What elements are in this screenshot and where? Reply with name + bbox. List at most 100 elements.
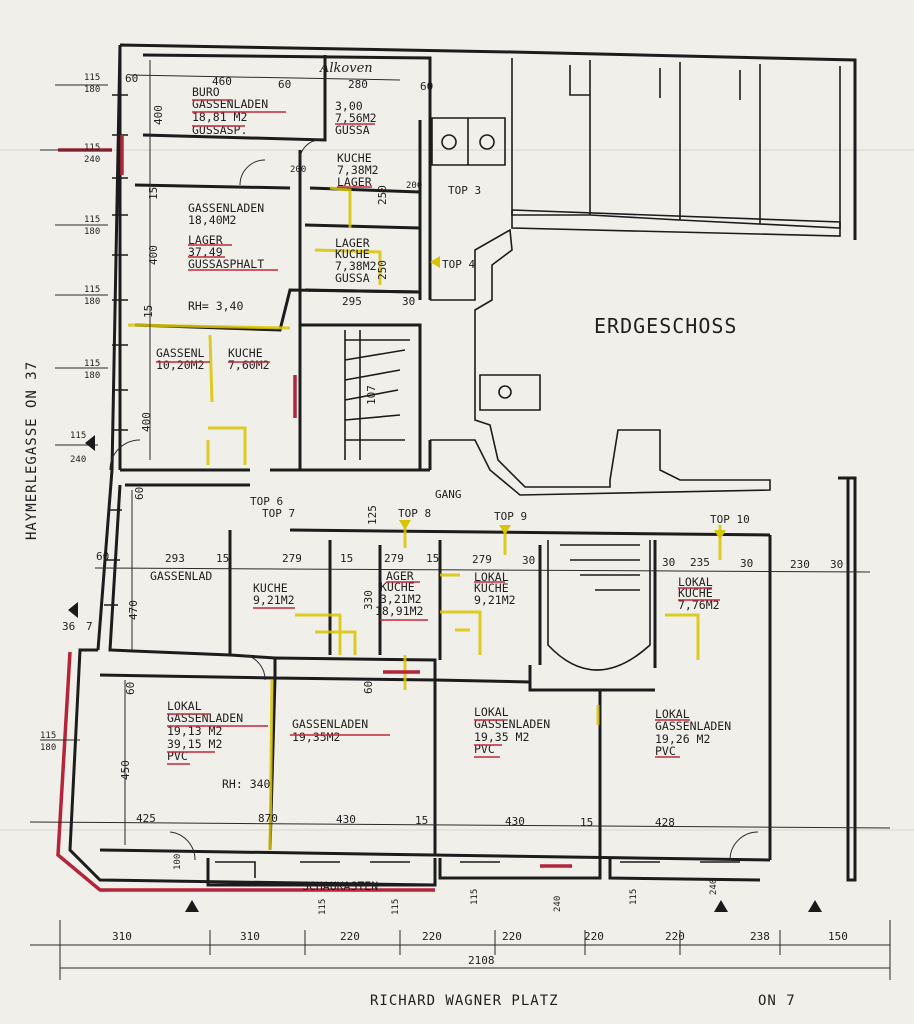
dim-label: 220 (340, 930, 360, 943)
dim-label: 7 (86, 620, 93, 633)
top-label: TOP 9 (494, 510, 527, 523)
dim-label: 470 (127, 600, 140, 620)
corridor-label: GANG (435, 488, 462, 501)
street-number-bottom: ON 7 (758, 993, 796, 1009)
dim-label: 430 (336, 813, 356, 826)
dim-label: 60 (420, 80, 433, 93)
dim-label: 15 (340, 552, 353, 565)
highlights (127, 186, 722, 851)
dim-total: 2108 (468, 954, 495, 967)
room-label: SCHAUKASTEN (302, 879, 378, 893)
dim-label: 30 (740, 557, 753, 570)
plan-title: ERDGESCHOSS (594, 314, 737, 338)
top-label: TOP 3 (448, 184, 481, 197)
dim-label: 150 (828, 930, 848, 943)
section-markers (68, 256, 822, 912)
dim-label: 310 (240, 930, 260, 943)
window-note: 240 (709, 879, 719, 895)
dim-label: 107 (365, 385, 378, 405)
window-note: 200 (406, 181, 422, 191)
window-note: 180 (40, 743, 56, 753)
section-arrow (85, 435, 95, 451)
window-note: 180 (84, 227, 100, 237)
dims-bottom: 310 310 220 220 220 220 220 238 150 2108 (112, 930, 848, 967)
dim-label: 15 (426, 552, 439, 565)
dims-top: 60 460 60 280 60 (125, 72, 433, 93)
dim-label: 30 (662, 556, 675, 569)
window-note: 240 (70, 455, 86, 465)
window-note: 115 (470, 889, 480, 905)
dim-label: 279 (472, 553, 492, 566)
top-label: TOP 4 (442, 258, 475, 271)
room-label: RH= 3,40 (188, 299, 243, 313)
window-note: 240 (84, 155, 100, 165)
dim-label: 425 (136, 812, 156, 825)
dim-label: 400 (147, 245, 160, 265)
dim-label: 310 (112, 930, 132, 943)
dim-label: 15 (216, 552, 229, 565)
dim-label: 460 (212, 75, 232, 88)
window-note: 115 (40, 731, 56, 741)
dim-label: 293 (165, 552, 185, 565)
dim-label: 295 (342, 295, 362, 308)
dim-label: 15 (580, 816, 593, 829)
dim-label: 330 (362, 590, 375, 610)
window-note: 115 (629, 889, 639, 905)
dim-label: 30 (402, 295, 415, 308)
dim-label: 30 (830, 558, 843, 571)
window-note: 115 (84, 143, 100, 153)
section-arrow (808, 900, 822, 912)
window-annotations: 115 180 115 240 115 180 115 180 115 180 … (40, 73, 719, 915)
handwritten-note: Alkoven (319, 61, 373, 76)
dims-left: 400 15 400 15 400 470 60 450 (119, 105, 165, 780)
red-marks (56, 135, 572, 892)
top-arrow (430, 256, 440, 268)
dim-label: 450 (119, 760, 132, 780)
dim-label: 230 (790, 558, 810, 571)
walls (68, 43, 857, 887)
dim-label: 279 (282, 552, 302, 565)
dim-label: 60 (96, 550, 109, 563)
dim-label: 279 (384, 552, 404, 565)
dims-mid: 60 60 60 425 870 430 15 430 15 428 295 3… (62, 185, 675, 829)
top-arrow (714, 530, 726, 540)
top-label: TOP 8 (398, 507, 431, 520)
dim-label: 280 (348, 78, 368, 91)
window-note: 115 (84, 73, 100, 83)
dims-row: 293 15 279 15 279 15 279 30 30 235 30 23… (165, 552, 843, 571)
window-note: 115 (84, 285, 100, 295)
room-label: GASSENLAD (150, 569, 212, 583)
room-label: RH: 340 (222, 777, 271, 791)
window-note: 240 (553, 896, 563, 912)
dim-label: 30 (522, 554, 535, 567)
dim-label: 60 (133, 487, 146, 500)
section-arrow (714, 900, 728, 912)
dim-label: 60 (278, 78, 291, 91)
window-note: 115 (84, 215, 100, 225)
dim-label: 15 (415, 814, 428, 827)
dim-label: 870 (258, 812, 278, 825)
dim-label: 220 (502, 930, 522, 943)
window-note: 115 (391, 899, 401, 915)
section-arrow (185, 900, 199, 912)
window-note: 115 (84, 359, 100, 369)
window-note: 180 (84, 297, 100, 307)
street-name-bottom: RICHARD WAGNER PLATZ (370, 993, 559, 1009)
dim-label: 250 (376, 260, 389, 280)
window-note: 180 (84, 85, 100, 95)
window-note: 100 (173, 854, 183, 870)
top-labels: TOP 3 TOP 4 TOP 6 TOP 7 TOP 8 TOP 9 TOP … (250, 184, 750, 526)
dim-label: 60 (125, 72, 138, 85)
